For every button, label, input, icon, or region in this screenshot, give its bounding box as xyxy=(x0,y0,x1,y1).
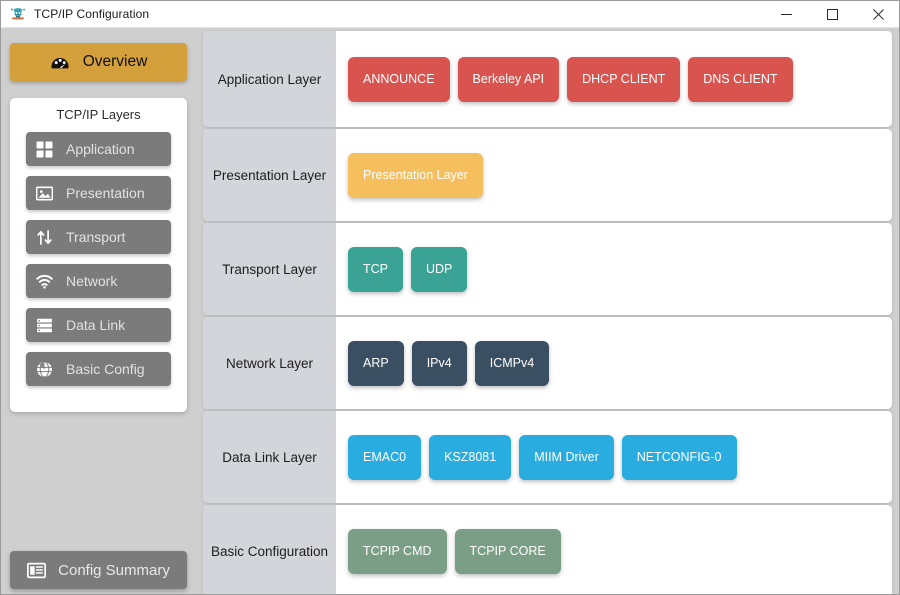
minimize-button[interactable] xyxy=(763,1,809,28)
sidebar-item-network[interactable]: Network xyxy=(26,264,171,298)
module-chip[interactable]: Berkeley API xyxy=(457,56,560,102)
dashboard-gauge-icon xyxy=(51,58,69,69)
sidebar-item-label: Application xyxy=(66,141,135,157)
overview-label: Overview xyxy=(82,53,148,70)
window-title: TCP/IP Configuration xyxy=(34,7,150,21)
title-bar: TCP/IP Configuration xyxy=(1,1,899,28)
layer-row-label: Data Link Layer xyxy=(203,411,336,503)
sidebar-item-label: Basic Config xyxy=(66,361,145,377)
sidebar-item-label: Presentation xyxy=(66,185,145,201)
module-chip[interactable]: ANNOUNCE xyxy=(348,56,450,102)
sidebar-item-application[interactable]: Application xyxy=(26,132,171,166)
sidebar-item-transport[interactable]: Transport xyxy=(26,220,171,254)
server-icon xyxy=(37,318,52,332)
module-chip[interactable]: TCPIP CMD xyxy=(348,528,447,574)
wifi-icon xyxy=(36,274,53,289)
network-stack-icon xyxy=(11,8,25,20)
maximize-button[interactable] xyxy=(809,1,855,28)
module-chip[interactable]: MIIM Driver xyxy=(519,434,614,480)
sidebar-item-presentation[interactable]: Presentation xyxy=(26,176,171,210)
layers-card-title: TCP/IP Layers xyxy=(56,107,141,122)
layer-row-label: Basic Configuration xyxy=(203,505,336,594)
globe-icon xyxy=(37,361,52,377)
grid-icon xyxy=(36,141,53,157)
tcpip-layers-card: TCP/IP Layers Application Presentation xyxy=(10,98,187,412)
layer-row: Presentation Layer Presentation Layer xyxy=(203,129,892,221)
module-chip[interactable]: EMAC0 xyxy=(348,434,422,480)
layer-row-label: Presentation Layer xyxy=(203,129,336,221)
config-summary-label: Config Summary xyxy=(58,561,170,579)
arrows-up-down-icon xyxy=(37,229,52,245)
sidebar-item-label: Data Link xyxy=(66,317,126,333)
module-chip[interactable]: DNS CLIENT xyxy=(688,56,793,102)
overview-button[interactable]: Overview xyxy=(10,43,187,81)
config-summary-button[interactable]: Config Summary xyxy=(10,551,187,589)
module-chip[interactable]: IPv4 xyxy=(411,340,467,386)
module-chip[interactable]: TCP xyxy=(348,246,403,292)
module-chip[interactable]: ARP xyxy=(348,340,404,386)
module-chip[interactable]: ICMPv4 xyxy=(474,340,550,386)
layer-row-label: Transport Layer xyxy=(203,223,336,315)
module-chip[interactable]: DHCP CLIENT xyxy=(567,56,681,102)
sidebar-item-label: Network xyxy=(66,273,118,289)
module-chip[interactable]: NETCONFIG-0 xyxy=(621,434,737,480)
sidebar-item-data-link[interactable]: Data Link xyxy=(26,308,171,342)
layer-row-label: Network Layer xyxy=(203,317,336,409)
sidebar-item-label: Transport xyxy=(66,229,126,245)
layer-row-label: Application Layer xyxy=(203,31,336,127)
module-chip[interactable]: UDP xyxy=(411,246,468,292)
sidebar-item-basic-config[interactable]: Basic Config xyxy=(26,352,171,386)
sidebar: Overview TCP/IP Layers Application xyxy=(1,28,196,594)
window-controls xyxy=(763,1,899,28)
image-icon xyxy=(36,186,53,200)
list-panel-icon xyxy=(27,562,47,578)
layer-row-items: Presentation Layer xyxy=(336,129,892,221)
module-chip[interactable]: KSZ8081 xyxy=(429,434,512,480)
module-chip[interactable]: TCPIP CORE xyxy=(454,528,561,574)
close-button[interactable] xyxy=(855,1,899,28)
module-chip[interactable]: Presentation Layer xyxy=(348,152,483,198)
